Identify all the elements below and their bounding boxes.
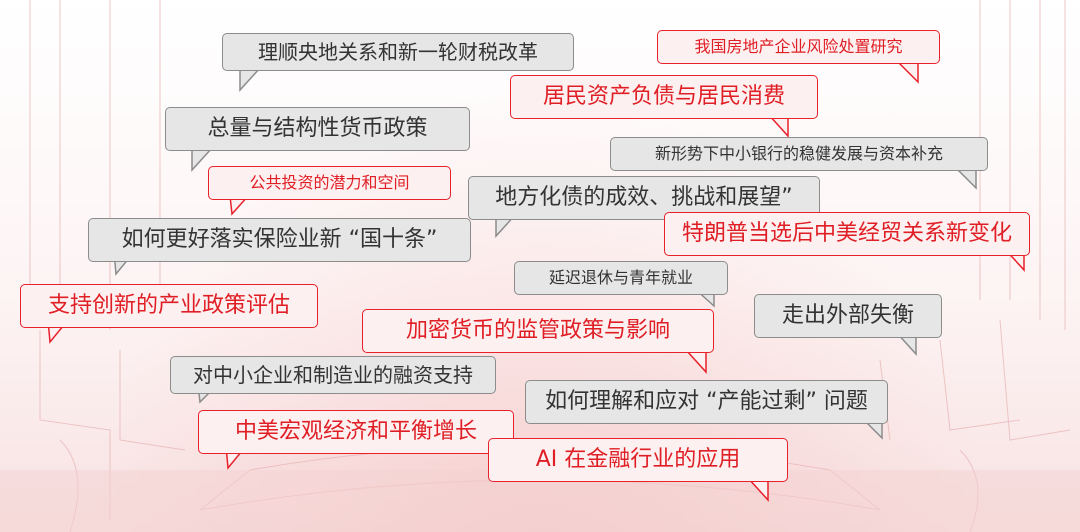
bubble-tail — [239, 68, 262, 92]
topic-bubble-macro-balance[interactable]: 中美宏观经济和平衡增长 — [198, 410, 514, 454]
topic-bubble-fiscal-reform[interactable]: 理顺央地关系和新一轮财税改革 — [222, 33, 574, 71]
topic-bubble-public-investment[interactable]: 公共投资的潜力和空间 — [208, 166, 451, 200]
topic-bubble-overcapacity[interactable]: 如何理解和应对 “产能过剩” 问题 — [525, 380, 888, 424]
bubble-tail — [191, 148, 214, 172]
topic-bubble-real-estate-risk[interactable]: 我国房地产企业风险处置研究 — [657, 30, 940, 64]
topic-bubble-external-imbalance[interactable]: 走出外部失衡 — [754, 294, 942, 338]
topic-bubble-household-balance[interactable]: 居民资产负债与居民消费 — [510, 75, 818, 119]
topic-bubble-us-china-trade[interactable]: 特朗普当选后中美经贸关系新变化 — [664, 212, 1030, 256]
bubble-tail — [684, 350, 707, 374]
topic-bubble-insurance[interactable]: 如何更好落实保险业新 “国十条” — [88, 218, 471, 262]
topic-bubble-innovation-policy[interactable]: 支持创新的产业政策评估 — [20, 284, 318, 328]
bubble-tail — [229, 196, 250, 216]
topic-bubble-crypto-regulation[interactable]: 加密货币的监管政策与影响 — [362, 309, 714, 353]
bubble-tail — [894, 60, 919, 84]
topic-bubble-retirement[interactable]: 延迟退休与青年就业 — [514, 261, 728, 295]
topic-bubble-small-banks[interactable]: 新形势下中小银行的稳健发展与资本补充 — [610, 137, 988, 171]
bubble-tail — [766, 114, 789, 138]
topic-bubble-sme-financing[interactable]: 对中小企业和制造业的融资支持 — [170, 356, 496, 394]
bubble-tail — [746, 478, 769, 502]
topic-bubble-ai-finance[interactable]: AI 在金融行业的应用 — [488, 438, 788, 482]
topic-bubble-monetary-policy[interactable]: 总量与结构性货币政策 — [165, 107, 470, 151]
bubble-tail — [954, 168, 977, 190]
